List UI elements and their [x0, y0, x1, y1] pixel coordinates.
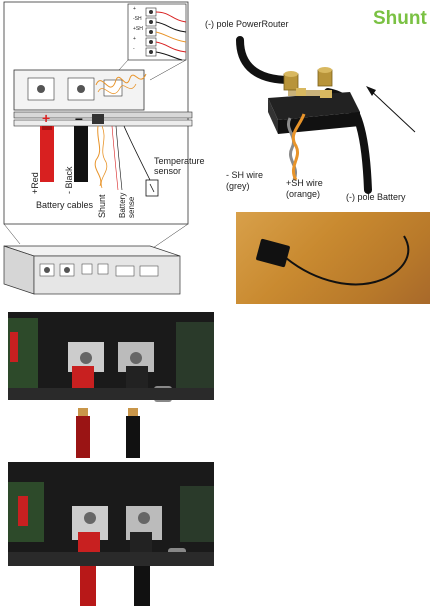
- cable-connection-photo-1: [8, 312, 214, 462]
- temperature-sensor-label-2: sensor: [154, 166, 182, 176]
- minus-sign: –: [75, 110, 83, 126]
- terminal-label-1: +: [133, 6, 136, 12]
- wiring-diagram-drawing: [3, 1, 193, 295]
- sh-minus-wire-label-1: - SH wire: [226, 170, 264, 180]
- terminal-label-5: -: [133, 46, 135, 52]
- shunt-label: Shunt: [97, 194, 107, 218]
- shunt-title: Shunt: [373, 8, 427, 29]
- wiring-diagram: + -SH +SH + - + – +Red - Black Battery c…: [0, 0, 205, 300]
- plus-sign: +: [42, 110, 51, 126]
- battery-pole-label: (-) pole Battery: [346, 192, 406, 202]
- sh-plus-wire-label-1: +SH wire: [286, 178, 323, 188]
- black-cable-label: - Black: [64, 166, 74, 194]
- powerrouter-pole-label: (-) pole PowerRouter: [205, 19, 289, 29]
- temperature-sensor-label-1: Temperature: [154, 156, 205, 166]
- sh-plus-wire-label-2: (orange): [286, 189, 321, 199]
- shunt-diagram: Shunt (-) pole PowerRouter (-) pole Batt…: [200, 0, 443, 210]
- sh-minus-wire-label-2: (grey): [226, 181, 250, 191]
- cable-connection-photo-2: [8, 462, 214, 608]
- terminal-label-3: +SH: [133, 26, 143, 32]
- terminal-label-4: +: [133, 36, 136, 42]
- battery-cables-label: Battery cables: [36, 200, 94, 210]
- red-cable-label: +Red: [30, 172, 40, 194]
- battery-sense-label: Battery sense: [118, 192, 136, 218]
- temperature-sensor-photo: [236, 212, 430, 304]
- shunt-drawing: [236, 36, 416, 194]
- terminal-label-2: -SH: [133, 16, 142, 22]
